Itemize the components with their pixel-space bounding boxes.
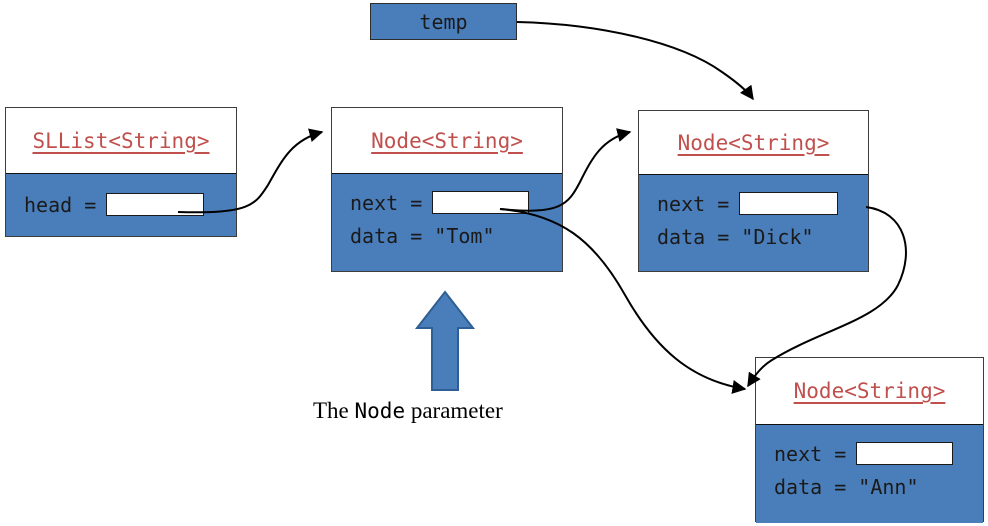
pointer-slot-head (106, 193, 205, 216)
pointer-slot-next (432, 191, 530, 214)
field-row-next: next = (350, 186, 562, 219)
object-body-node-ann: next = data = "Ann" (756, 425, 983, 523)
type-name-label: Node<String> (677, 130, 830, 155)
field-row-next: next = (774, 437, 983, 470)
object-header-node-dick: Node<String> (639, 111, 868, 175)
object-body-sllist: head = (6, 174, 236, 236)
variable-box-temp: temp (370, 3, 517, 40)
field-row-next: next = (657, 187, 868, 220)
up-arrow-icon (414, 290, 476, 391)
field-row-data: data = "Tom" (350, 219, 562, 252)
field-row-data: data = "Ann" (774, 470, 983, 503)
variable-name-label: temp (419, 9, 468, 34)
object-header-node-ann: Node<String> (756, 358, 983, 425)
object-header-sllist: SLList<String> (6, 108, 236, 174)
object-header-node-tom: Node<String> (332, 108, 562, 174)
field-row-head: head = (24, 188, 236, 221)
type-name-label: Node<String> (793, 379, 946, 403)
pointer-slot-next (856, 442, 954, 465)
object-body-node-tom: next = data = "Tom" (332, 174, 562, 271)
object-box-node-tom: Node<String> next = data = "Tom" (331, 107, 563, 272)
field-label-data: data = "Ann" (774, 474, 919, 499)
link-temp-to-node-dick (516, 21, 754, 101)
field-label-next: next = (657, 191, 730, 216)
object-box-node-ann: Node<String> next = data = "Ann" (755, 357, 984, 523)
pointer-slot-next (739, 192, 839, 215)
object-box-node-dick: Node<String> next = data = "Dick" (638, 110, 869, 272)
type-name-label: SLList<String> (32, 128, 210, 153)
field-label-data: data = "Dick" (657, 224, 814, 249)
field-label-next: next = (350, 190, 423, 215)
field-row-data: data = "Dick" (657, 220, 868, 253)
field-label-next: next = (774, 441, 847, 466)
caption-suffix: parameter (405, 398, 503, 423)
parameter-caption: The Node parameter (313, 398, 503, 424)
caption-prefix: The (313, 398, 355, 423)
caption-mono-term: Node (354, 399, 406, 423)
object-box-sllist: SLList<String> head = (5, 107, 237, 237)
object-body-node-dick: next = data = "Dick" (639, 175, 868, 271)
field-label-head: head = (24, 192, 97, 217)
type-name-label: Node<String> (371, 128, 523, 153)
field-label-data: data = "Tom" (350, 223, 495, 248)
